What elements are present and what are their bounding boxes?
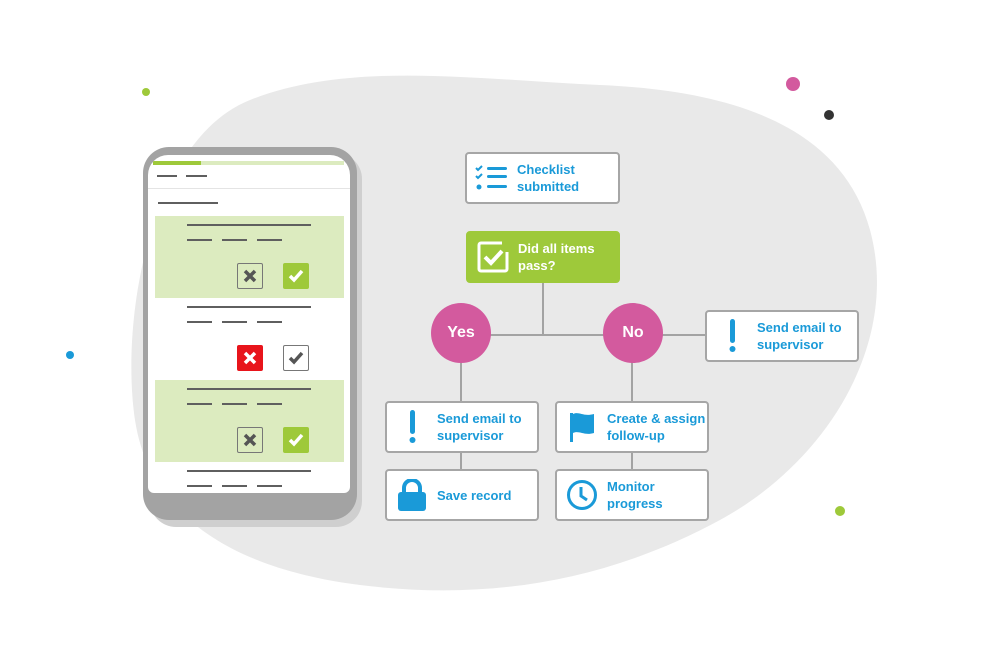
node-label: Send email to supervisor xyxy=(757,320,842,352)
item-line xyxy=(257,321,282,323)
item-line xyxy=(187,224,311,226)
decor-dot xyxy=(786,77,800,91)
node-create-follow-up: Create & assign follow-up xyxy=(555,401,709,453)
divider xyxy=(148,188,350,189)
pass-checkbox[interactable] xyxy=(283,345,309,371)
node-label: Create & assign follow-up xyxy=(607,411,706,443)
checklist-row xyxy=(155,462,344,492)
item-line xyxy=(222,239,247,241)
pass-checkbox[interactable] xyxy=(283,263,309,289)
checklist-row xyxy=(155,380,344,462)
progress-bar xyxy=(153,161,344,165)
node-label: Send email to supervisor xyxy=(437,411,522,443)
node-label: Save record xyxy=(437,487,512,503)
title-line xyxy=(158,202,218,204)
item-line xyxy=(222,321,247,323)
menu-line xyxy=(186,175,207,177)
connector xyxy=(460,451,462,470)
connector xyxy=(461,334,706,336)
node-label: Checklist submitted xyxy=(517,162,580,194)
decor-dot xyxy=(66,351,74,359)
fail-checkbox[interactable] xyxy=(237,263,263,289)
item-line xyxy=(187,403,212,405)
node-save-record: Save record xyxy=(385,469,539,521)
node-label: Did all items pass? xyxy=(518,241,595,273)
item-line xyxy=(257,403,282,405)
item-line xyxy=(187,485,212,487)
node-checklist-submitted: Checklist submitted xyxy=(465,152,620,204)
yes-branch: Yes xyxy=(431,303,491,363)
item-line xyxy=(187,470,311,472)
connector xyxy=(631,362,633,402)
node-decision: Did all items pass? xyxy=(466,231,620,283)
connector xyxy=(542,282,544,335)
item-line xyxy=(222,485,247,487)
lock-icon xyxy=(387,479,437,511)
item-line xyxy=(187,239,212,241)
node-monitor-progress: Monitor progress xyxy=(555,469,709,521)
connector xyxy=(631,451,633,470)
item-line xyxy=(187,321,212,323)
fail-checkbox[interactable] xyxy=(237,427,263,453)
exclamation-icon xyxy=(387,410,437,444)
item-line xyxy=(187,388,311,390)
flag-icon xyxy=(557,411,607,443)
exclamation-icon xyxy=(707,319,757,353)
item-line xyxy=(222,403,247,405)
checklist-row xyxy=(155,298,344,380)
decor-dot xyxy=(142,88,150,96)
fail-checkbox[interactable] xyxy=(237,345,263,371)
connector xyxy=(460,362,462,402)
pass-checkbox[interactable] xyxy=(283,427,309,453)
decor-dot xyxy=(824,110,834,120)
checklist-row xyxy=(155,216,344,298)
menu-line xyxy=(157,175,177,177)
item-line xyxy=(257,239,282,241)
item-line xyxy=(257,485,282,487)
clock-icon xyxy=(557,479,607,511)
checklist-icon xyxy=(467,165,517,191)
node-yes-send-email: Send email to supervisor xyxy=(385,401,539,453)
node-no-send-email: Send email to supervisor xyxy=(705,310,859,362)
node-label: Monitor progress xyxy=(607,479,663,511)
decor-dot xyxy=(835,506,845,516)
no-branch: No xyxy=(603,303,663,363)
checkbox-icon xyxy=(468,240,518,274)
item-line xyxy=(187,306,311,308)
